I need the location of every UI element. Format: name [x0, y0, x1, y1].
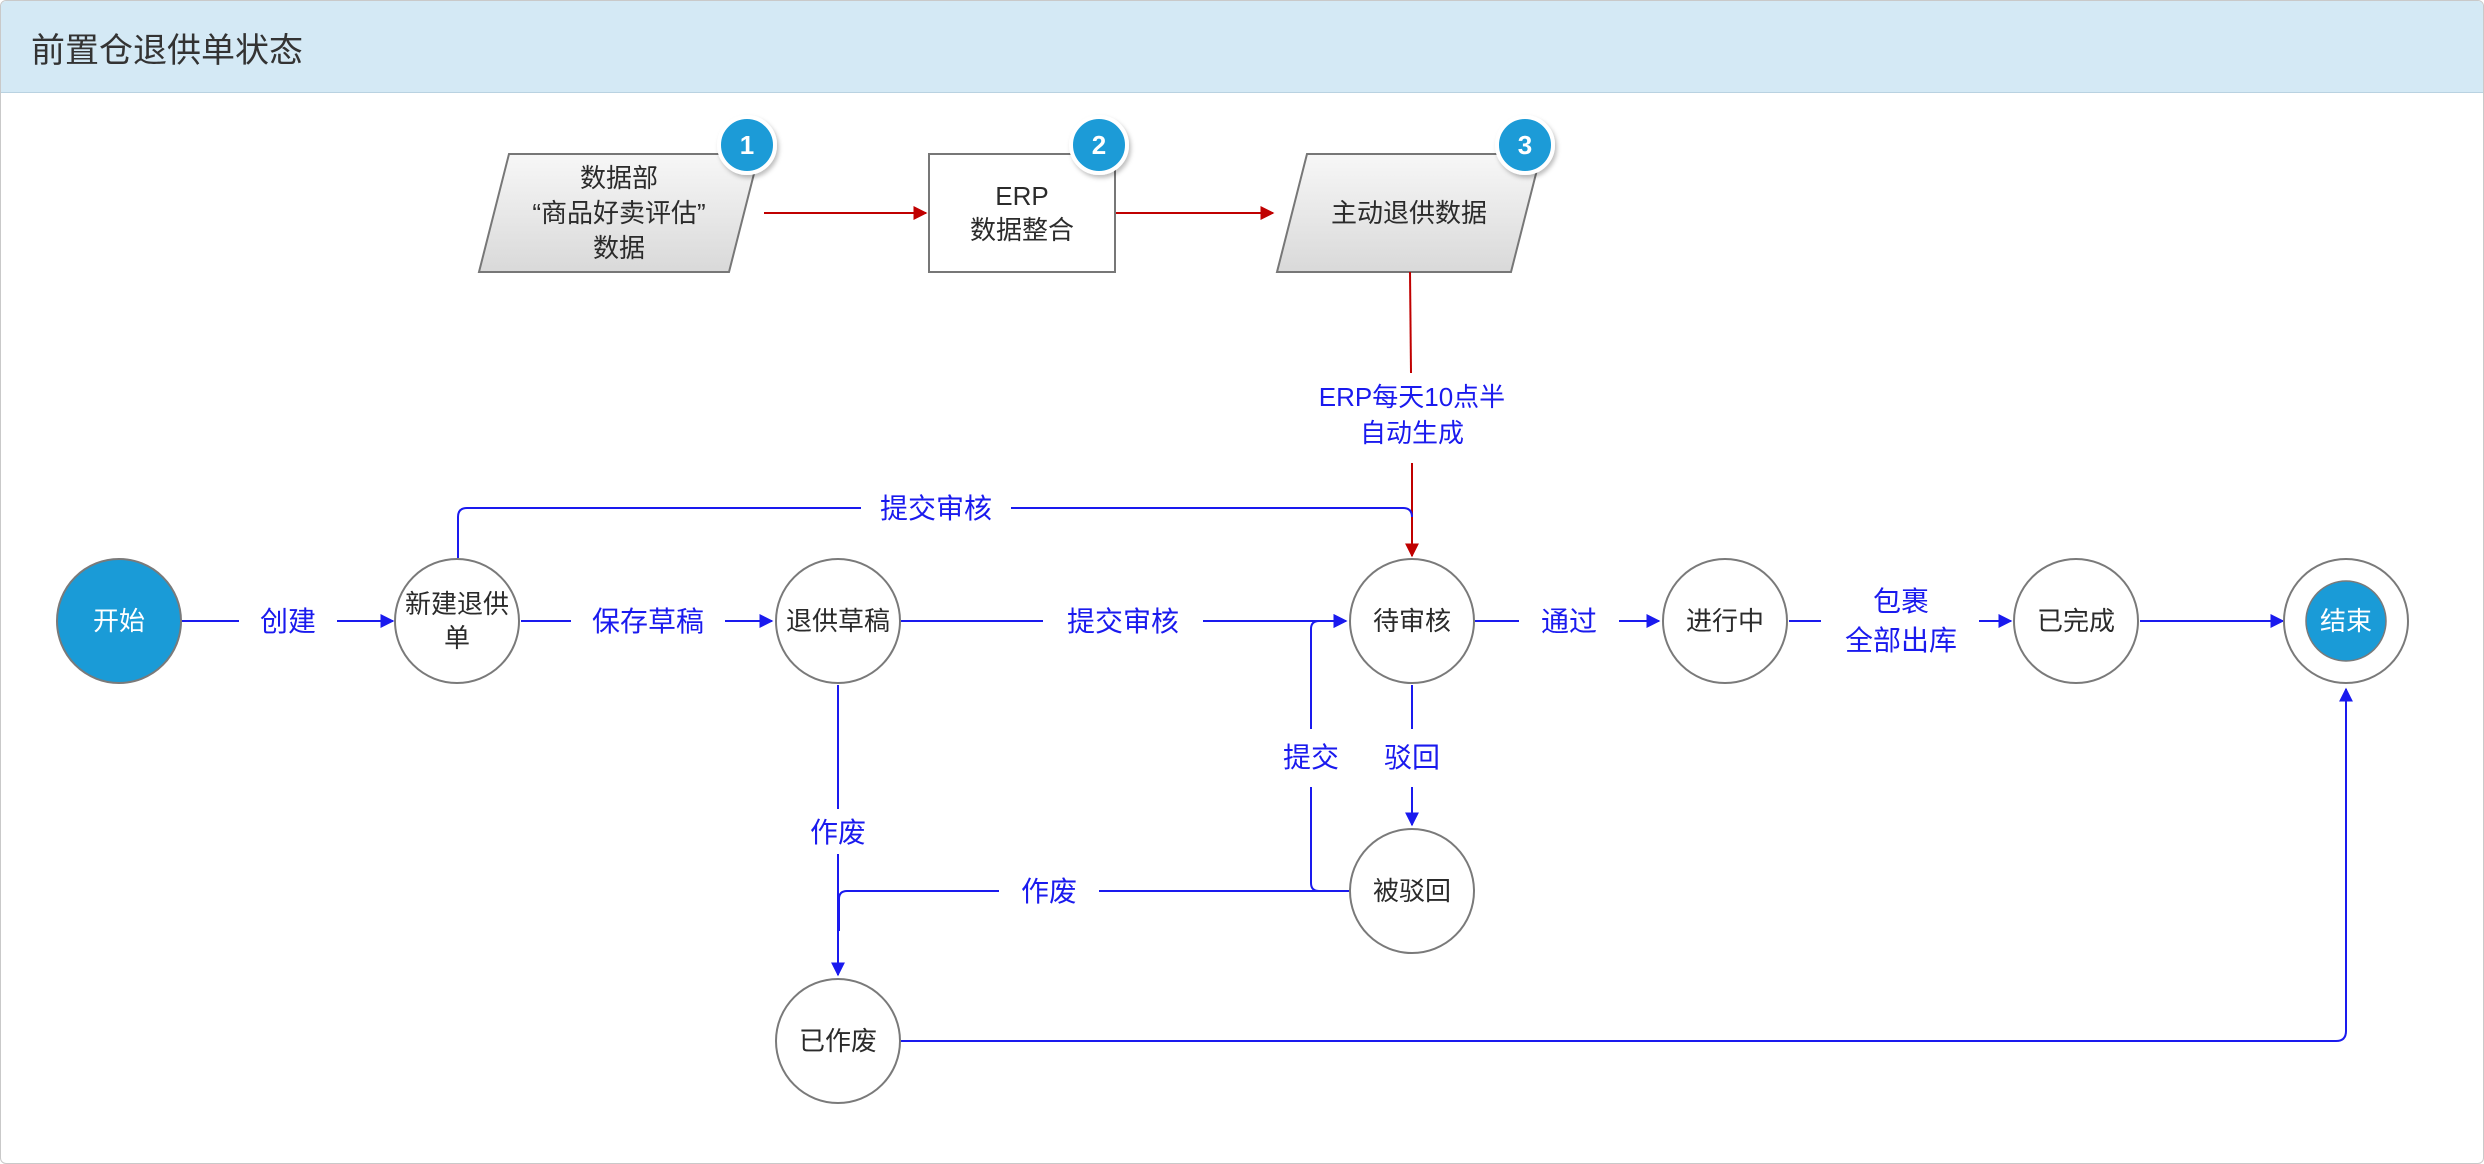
erp-merge-box: [928, 153, 1116, 273]
edge-void-draft-label: 作废: [810, 817, 866, 848]
edge-package-label-line2: 全部出库: [1845, 625, 1957, 656]
edge-void-rejected-label: 作废: [1021, 876, 1077, 907]
erp-merge-label-line1: ERP: [995, 181, 1048, 211]
data-dept-label-line3: 数据: [593, 233, 645, 263]
edge-package-label-line1: 包裹: [1873, 586, 1929, 617]
node-completed[interactable]: [2013, 558, 2139, 684]
arrow-autoreturn-to-pending-upper: [1409, 271, 1412, 374]
edge-submit-new-path-right: [1011, 507, 1413, 518]
node-rejected[interactable]: [1349, 828, 1475, 954]
schedule-label-line1: ERP每天10点半: [1319, 382, 1505, 412]
edge-submit-new-label: 提交审核: [880, 493, 992, 524]
node-draft-label: 退供草稿: [786, 606, 890, 636]
edge-resubmit-label: 提交: [1283, 742, 1339, 773]
node-start-label: 开始: [93, 606, 145, 636]
node-end-inner: [2305, 580, 2387, 662]
node-rejected-label: 被驳回: [1373, 876, 1451, 906]
edge-create-label: 创建: [260, 606, 316, 637]
edge-resubmit-lower: [1310, 787, 1349, 892]
edge-submit-new-path-left: [457, 507, 861, 558]
step-badge-1: [717, 115, 777, 175]
node-new-order[interactable]: [394, 558, 520, 684]
node-pending-label: 待审核: [1373, 606, 1451, 636]
node-pending[interactable]: [1349, 558, 1475, 684]
step-badge-2-label: 2: [1092, 130, 1106, 160]
edge-approve-label: 通过: [1541, 606, 1597, 637]
header-bar: 前置仓退供单状态: [1, 1, 2483, 93]
step-badge-2: [1069, 115, 1129, 175]
auto-return-label: 主动退供数据: [1331, 198, 1487, 228]
data-dept-label-line2: “商品好卖评估”: [532, 198, 705, 228]
edge-void-rejected-left: [838, 890, 999, 931]
node-completed-label: 已完成: [2037, 606, 2115, 636]
step-badge-1-label: 1: [740, 130, 754, 160]
node-voided[interactable]: [775, 978, 901, 1104]
node-voided-label: 已作废: [799, 1026, 877, 1056]
edge-voided-to-end: [900, 687, 2353, 1042]
node-in-progress-label: 进行中: [1686, 606, 1764, 636]
erp-merge-label-line2: 数据整合: [970, 215, 1074, 245]
edge-reject-label: 驳回: [1384, 742, 1440, 773]
node-new-order-label-line2: 单: [444, 623, 470, 653]
node-end-label: 结束: [2320, 606, 2372, 636]
auto-return-parallelogram: [1275, 153, 1543, 273]
node-new-order-label-line1: 新建退供: [405, 589, 509, 619]
node-start[interactable]: [56, 558, 182, 684]
schedule-label-line2: 自动生成: [1360, 418, 1464, 448]
step-badge-3: [1495, 115, 1555, 175]
edge-save-draft-label: 保存草稿: [592, 606, 704, 637]
edge-submit-draft-label: 提交审核: [1067, 606, 1179, 637]
node-in-progress[interactable]: [1662, 558, 1788, 684]
page-title: 前置仓退供单状态: [31, 32, 303, 70]
data-dept-parallelogram: [477, 153, 761, 273]
data-dept-label-line1: 数据部: [580, 163, 658, 193]
step-badge-3-label: 3: [1518, 130, 1532, 160]
node-draft[interactable]: [775, 558, 901, 684]
edge-resubmit-upper: [1310, 614, 1348, 729]
